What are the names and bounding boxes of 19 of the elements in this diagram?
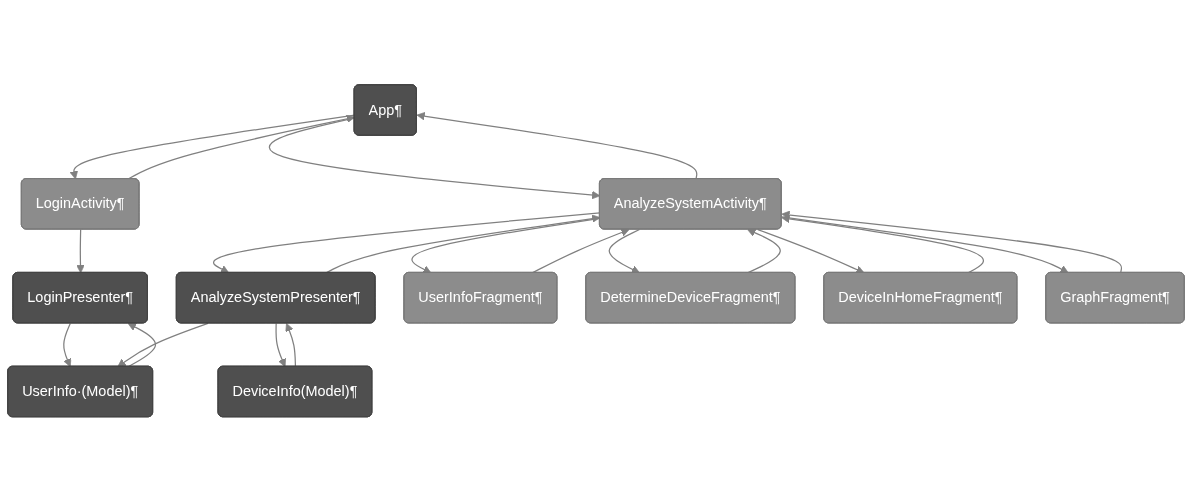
arrow [781,214,985,274]
arrow [781,216,1069,274]
arrow [531,228,630,274]
arrow [275,323,286,368]
arrow [746,229,781,274]
arrow [127,323,157,368]
arrow [268,117,601,200]
arrow [285,323,297,368]
arrow [416,112,698,180]
arrow [127,114,355,180]
arrow [69,114,356,180]
arrow [411,218,601,274]
arrow [63,323,72,368]
arrow [76,229,85,274]
arrow [325,214,601,274]
arrow [757,229,865,274]
arrow [608,229,641,274]
arrow [781,211,1123,274]
arrow [213,212,601,274]
